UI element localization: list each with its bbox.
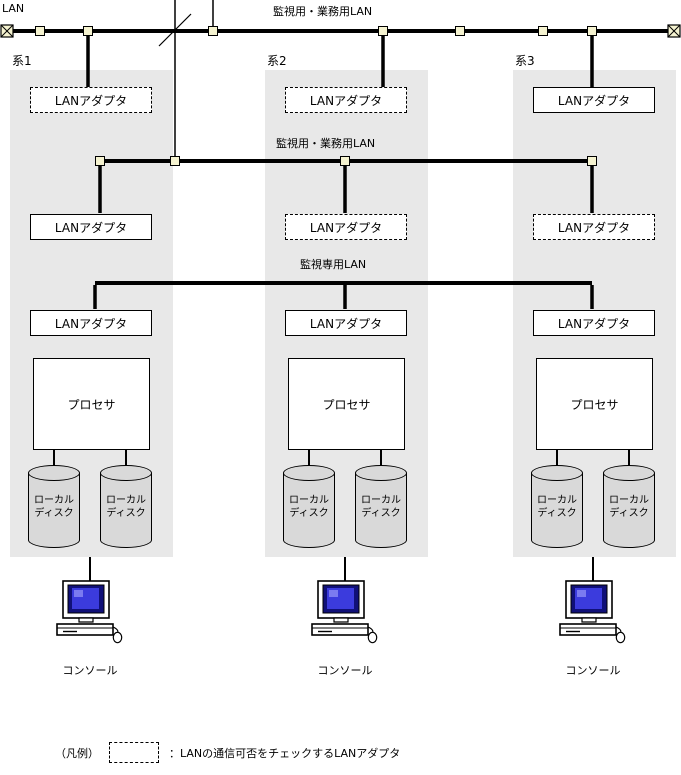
disk-label: ローカルディスク: [603, 473, 655, 540]
lan-adapter: LANアダプタ: [533, 310, 655, 336]
middle-bus-label: 監視用・業務用LAN: [276, 137, 376, 150]
disk-top: [28, 465, 80, 481]
disk-label: ローカルディスク: [531, 473, 583, 540]
lan-adapter-label: LANアダプタ: [557, 93, 631, 108]
lan-adapter-label: LANアダプタ: [557, 220, 631, 235]
lan-adapter-label: LANアダプタ: [309, 220, 383, 235]
disk-top: [531, 465, 583, 481]
system-name: 系3: [515, 54, 535, 68]
lan-adapter: LANアダプタ: [285, 87, 407, 113]
crossover-slash: [158, 13, 192, 47]
bus-tap: [538, 26, 548, 36]
bus-tap: [208, 26, 218, 36]
lan-adapter-label: LANアダプタ: [54, 93, 128, 108]
local-disk: ローカルディスク: [283, 465, 335, 548]
bus-tap: [35, 26, 45, 36]
system-3: 系3 LANアダプタ LANアダプタ LANアダプタ プロセサ ローカルディスク…: [513, 52, 676, 692]
system-1: 系1 LANアダプタ LANアダプタ LANアダプタ プロセサ ローカルディスク…: [10, 52, 173, 692]
processor-label: プロセサ: [322, 397, 371, 412]
lan-adapter-label: LANアダプタ: [54, 316, 128, 331]
top-bus-label: 監視用・業務用LAN: [273, 5, 373, 18]
console-icon: [311, 580, 378, 644]
console-label: コンソール: [317, 664, 373, 677]
monitor-bus-label: 監視専用LAN: [300, 258, 367, 271]
local-disk: ローカルディスク: [28, 465, 80, 548]
lan-label: LAN: [2, 2, 25, 15]
lan-adapter: LANアダプタ: [285, 310, 407, 336]
processor-box: プロセサ: [33, 358, 150, 450]
disk-label: ローカルディスク: [355, 473, 407, 540]
disk-top: [603, 465, 655, 481]
legend-description: ：LANの通信可否をチェックするLANアダプタ: [169, 746, 401, 760]
bus-tap: [455, 26, 465, 36]
system-name: 系1: [12, 54, 32, 68]
console-icon: [56, 580, 123, 644]
console-label: コンソール: [565, 664, 621, 677]
console-label: コンソール: [62, 664, 118, 677]
lan-adapter: LANアダプタ: [30, 214, 152, 240]
local-disk: ローカルディスク: [355, 465, 407, 548]
lan-adapter: LANアダプタ: [30, 87, 152, 113]
bus-tap: [83, 26, 93, 36]
lan-adapter-label: LANアダプタ: [309, 316, 383, 331]
lan-adapter-label: LANアダプタ: [557, 316, 631, 331]
bus-tap: [378, 26, 388, 36]
lan-adapter: LANアダプタ: [533, 87, 655, 113]
disk-top: [100, 465, 152, 481]
system-name: 系2: [267, 54, 287, 68]
lan-adapter: LANアダプタ: [533, 214, 655, 240]
console-icon: [559, 580, 626, 644]
lan-adapter: LANアダプタ: [30, 310, 152, 336]
lan-adapter-label: LANアダプタ: [54, 220, 128, 235]
lan-adapter: LANアダプタ: [285, 214, 407, 240]
processor-box: プロセサ: [288, 358, 405, 450]
local-disk: ローカルディスク: [531, 465, 583, 548]
local-disk: ローカルディスク: [100, 465, 152, 548]
disk-label: ローカルディスク: [28, 473, 80, 540]
bus-terminator-right: [667, 24, 681, 38]
disk-top: [283, 465, 335, 481]
system-2: 系2 LANアダプタ LANアダプタ LANアダプタ プロセサ ローカルディスク…: [265, 52, 428, 692]
processor-label: プロセサ: [67, 397, 116, 412]
legend-dashed-box: [109, 742, 159, 763]
legend-prefix: （凡例）: [55, 746, 99, 760]
disk-label: ローカルディスク: [283, 473, 335, 540]
processor-label: プロセサ: [570, 397, 619, 412]
bus-tap: [587, 26, 597, 36]
local-disk: ローカルディスク: [603, 465, 655, 548]
legend: （凡例） ：LANの通信可否をチェックするLANアダプタ: [55, 742, 400, 763]
bus-terminator-left: [0, 24, 14, 38]
disk-label: ローカルディスク: [100, 473, 152, 540]
processor-box: プロセサ: [536, 358, 653, 450]
lan-adapter-label: LANアダプタ: [309, 93, 383, 108]
disk-top: [355, 465, 407, 481]
